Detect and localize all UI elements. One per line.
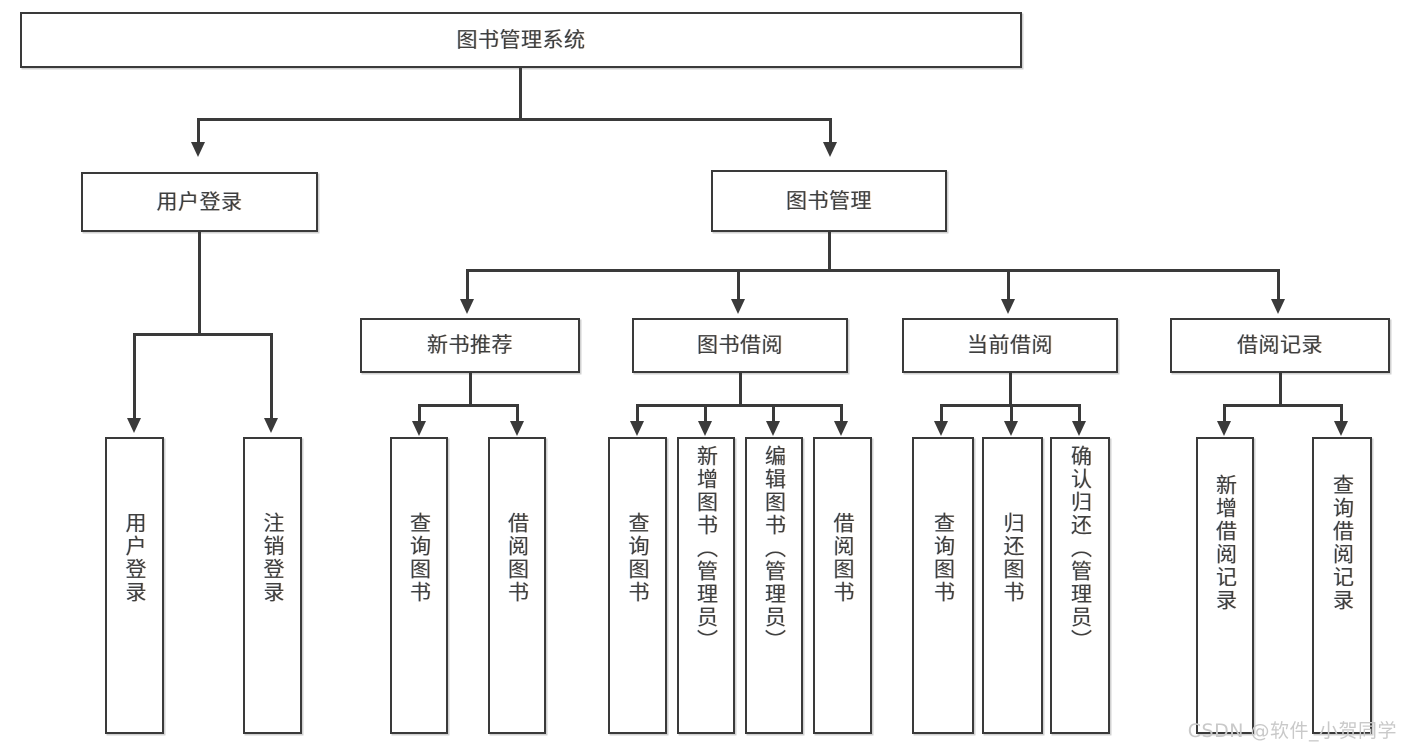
node-label: 注销登录 bbox=[260, 512, 285, 604]
node-label: 归还图书 bbox=[1000, 512, 1025, 604]
arrow-book-borrow-to-leaf-1 bbox=[698, 421, 712, 436]
arrow-book-manage-to-borrow-records bbox=[1271, 299, 1285, 314]
node-label: 借阅记录 bbox=[1237, 333, 1323, 358]
leaf-current-borrow-confirm-return-admin[interactable]: 确认归还（管理员） bbox=[1050, 437, 1110, 734]
node-user-login[interactable]: 用户登录 bbox=[81, 172, 318, 232]
edge-root-to-user-login bbox=[197, 118, 200, 144]
arrow-book-borrow-to-leaf-3 bbox=[834, 421, 848, 436]
edge-root-bus bbox=[197, 118, 831, 121]
leaf-book-borrow-add-book-admin[interactable]: 新增图书（管理员） bbox=[677, 437, 735, 734]
arrow-root-to-user-login bbox=[191, 142, 205, 157]
node-label: 用户登录 bbox=[156, 189, 243, 214]
leaf-user-login-logout[interactable]: 注销登录 bbox=[243, 437, 302, 734]
edge-borrow-records-bus bbox=[1223, 404, 1343, 407]
edge-current-borrow-to-leaf-0 bbox=[940, 404, 943, 424]
node-label: 查询图书 bbox=[407, 512, 432, 604]
arrow-book-manage-to-current-borrow bbox=[1001, 299, 1015, 314]
edge-new-books-to-leaf-1 bbox=[516, 404, 519, 424]
node-root-system[interactable]: 图书管理系统 bbox=[20, 12, 1022, 68]
node-new-book-recommend[interactable]: 新书推荐 bbox=[360, 318, 580, 373]
node-borrow-records[interactable]: 借阅记录 bbox=[1170, 318, 1390, 373]
arrow-current-borrow-to-leaf-1 bbox=[1004, 421, 1018, 436]
node-label: 确认归还（管理员） bbox=[1068, 445, 1093, 652]
edge-book-manage-to-borrow-records bbox=[1277, 269, 1280, 301]
arrow-new-books-to-leaf-0 bbox=[412, 421, 426, 436]
leaf-borrow-records-add-record[interactable]: 新增借阅记录 bbox=[1196, 437, 1254, 734]
arrow-new-books-to-leaf-1 bbox=[510, 421, 524, 436]
arrow-book-manage-to-new-books bbox=[460, 299, 474, 314]
arrow-book-manage-to-book-borrow bbox=[731, 299, 745, 314]
node-label: 图书管理 bbox=[786, 188, 872, 213]
node-book-management[interactable]: 图书管理 bbox=[711, 170, 947, 232]
edge-user-login-stem bbox=[198, 232, 201, 333]
edge-current-borrow-to-leaf-1 bbox=[1010, 404, 1013, 424]
edge-book-manage-bus bbox=[466, 269, 1280, 272]
edge-book-borrow-to-leaf-1 bbox=[704, 404, 707, 424]
node-label: 借阅图书 bbox=[830, 512, 855, 604]
edge-current-borrow-to-leaf-2 bbox=[1078, 404, 1081, 424]
node-book-borrow[interactable]: 图书借阅 bbox=[632, 318, 848, 373]
node-label: 图书借阅 bbox=[697, 333, 783, 358]
edge-borrow-records-to-leaf-1 bbox=[1340, 404, 1343, 424]
leaf-new-books-borrow-book[interactable]: 借阅图书 bbox=[488, 437, 546, 734]
arrow-book-borrow-to-leaf-2 bbox=[766, 421, 780, 436]
edge-book-manage-to-current-borrow bbox=[1007, 269, 1010, 301]
arrow-current-borrow-to-leaf-2 bbox=[1072, 421, 1086, 436]
node-label: 借阅图书 bbox=[505, 512, 530, 604]
leaf-new-books-query-book[interactable]: 查询图书 bbox=[390, 437, 448, 734]
edge-user-login-bus bbox=[133, 333, 272, 336]
edge-current-borrow-stem bbox=[1009, 373, 1012, 406]
edge-book-borrow-to-leaf-0 bbox=[636, 404, 639, 424]
arrow-current-borrow-to-leaf-0 bbox=[934, 421, 948, 436]
arrow-root-to-book-manage bbox=[823, 142, 837, 157]
node-label: 当前借阅 bbox=[967, 333, 1053, 358]
edge-borrow-records-to-leaf-0 bbox=[1223, 404, 1226, 424]
node-label: 图书管理系统 bbox=[456, 27, 586, 52]
leaf-book-borrow-edit-book-admin[interactable]: 编辑图书（管理员） bbox=[745, 437, 803, 734]
edge-user-login-to-leaf-1 bbox=[270, 333, 273, 420]
edge-book-borrow-stem bbox=[739, 373, 742, 406]
edge-user-login-to-leaf-0 bbox=[133, 333, 136, 420]
edge-new-books-to-leaf-0 bbox=[418, 404, 421, 424]
node-label: 新书推荐 bbox=[427, 333, 513, 358]
node-label: 新增借阅记录 bbox=[1213, 474, 1238, 612]
node-label: 查询图书 bbox=[625, 512, 650, 604]
arrow-borrow-records-to-leaf-1 bbox=[1334, 421, 1348, 436]
edge-new-books-bus bbox=[418, 404, 519, 407]
edge-root-stem bbox=[519, 68, 522, 118]
edge-book-borrow-bus bbox=[636, 404, 843, 407]
node-label: 编辑图书（管理员） bbox=[762, 445, 787, 652]
node-current-borrow[interactable]: 当前借阅 bbox=[902, 318, 1118, 373]
arrow-book-borrow-to-leaf-0 bbox=[630, 421, 644, 436]
edge-book-manage-to-book-borrow bbox=[737, 269, 740, 301]
arrow-borrow-records-to-leaf-0 bbox=[1217, 421, 1231, 436]
leaf-user-login-login[interactable]: 用户登录 bbox=[105, 437, 164, 734]
edge-book-borrow-to-leaf-2 bbox=[772, 404, 775, 424]
edge-root-to-book-manage bbox=[829, 118, 832, 144]
leaf-book-borrow-query-book[interactable]: 查询图书 bbox=[608, 437, 667, 734]
edge-borrow-records-stem bbox=[1279, 373, 1282, 406]
leaf-book-borrow-borrow-book[interactable]: 借阅图书 bbox=[813, 437, 872, 734]
leaf-borrow-records-query-record[interactable]: 查询借阅记录 bbox=[1312, 437, 1372, 734]
node-label: 用户登录 bbox=[122, 512, 147, 604]
leaf-current-borrow-query-book[interactable]: 查询图书 bbox=[912, 437, 974, 734]
leaf-current-borrow-return-book[interactable]: 归还图书 bbox=[982, 437, 1043, 734]
edge-book-manage-to-new-books bbox=[466, 269, 469, 301]
edge-book-borrow-to-leaf-3 bbox=[840, 404, 843, 424]
edge-book-manage-stem bbox=[828, 232, 831, 271]
node-label: 新增图书（管理员） bbox=[694, 445, 719, 652]
edge-new-books-stem bbox=[469, 373, 472, 406]
watermark-text: CSDN @软件_小贺同学 bbox=[1187, 720, 1397, 742]
node-label: 查询图书 bbox=[931, 512, 956, 604]
arrow-user-login-to-leaf-1 bbox=[264, 418, 278, 433]
node-label: 查询借阅记录 bbox=[1330, 474, 1355, 612]
arrow-user-login-to-leaf-0 bbox=[127, 418, 141, 433]
